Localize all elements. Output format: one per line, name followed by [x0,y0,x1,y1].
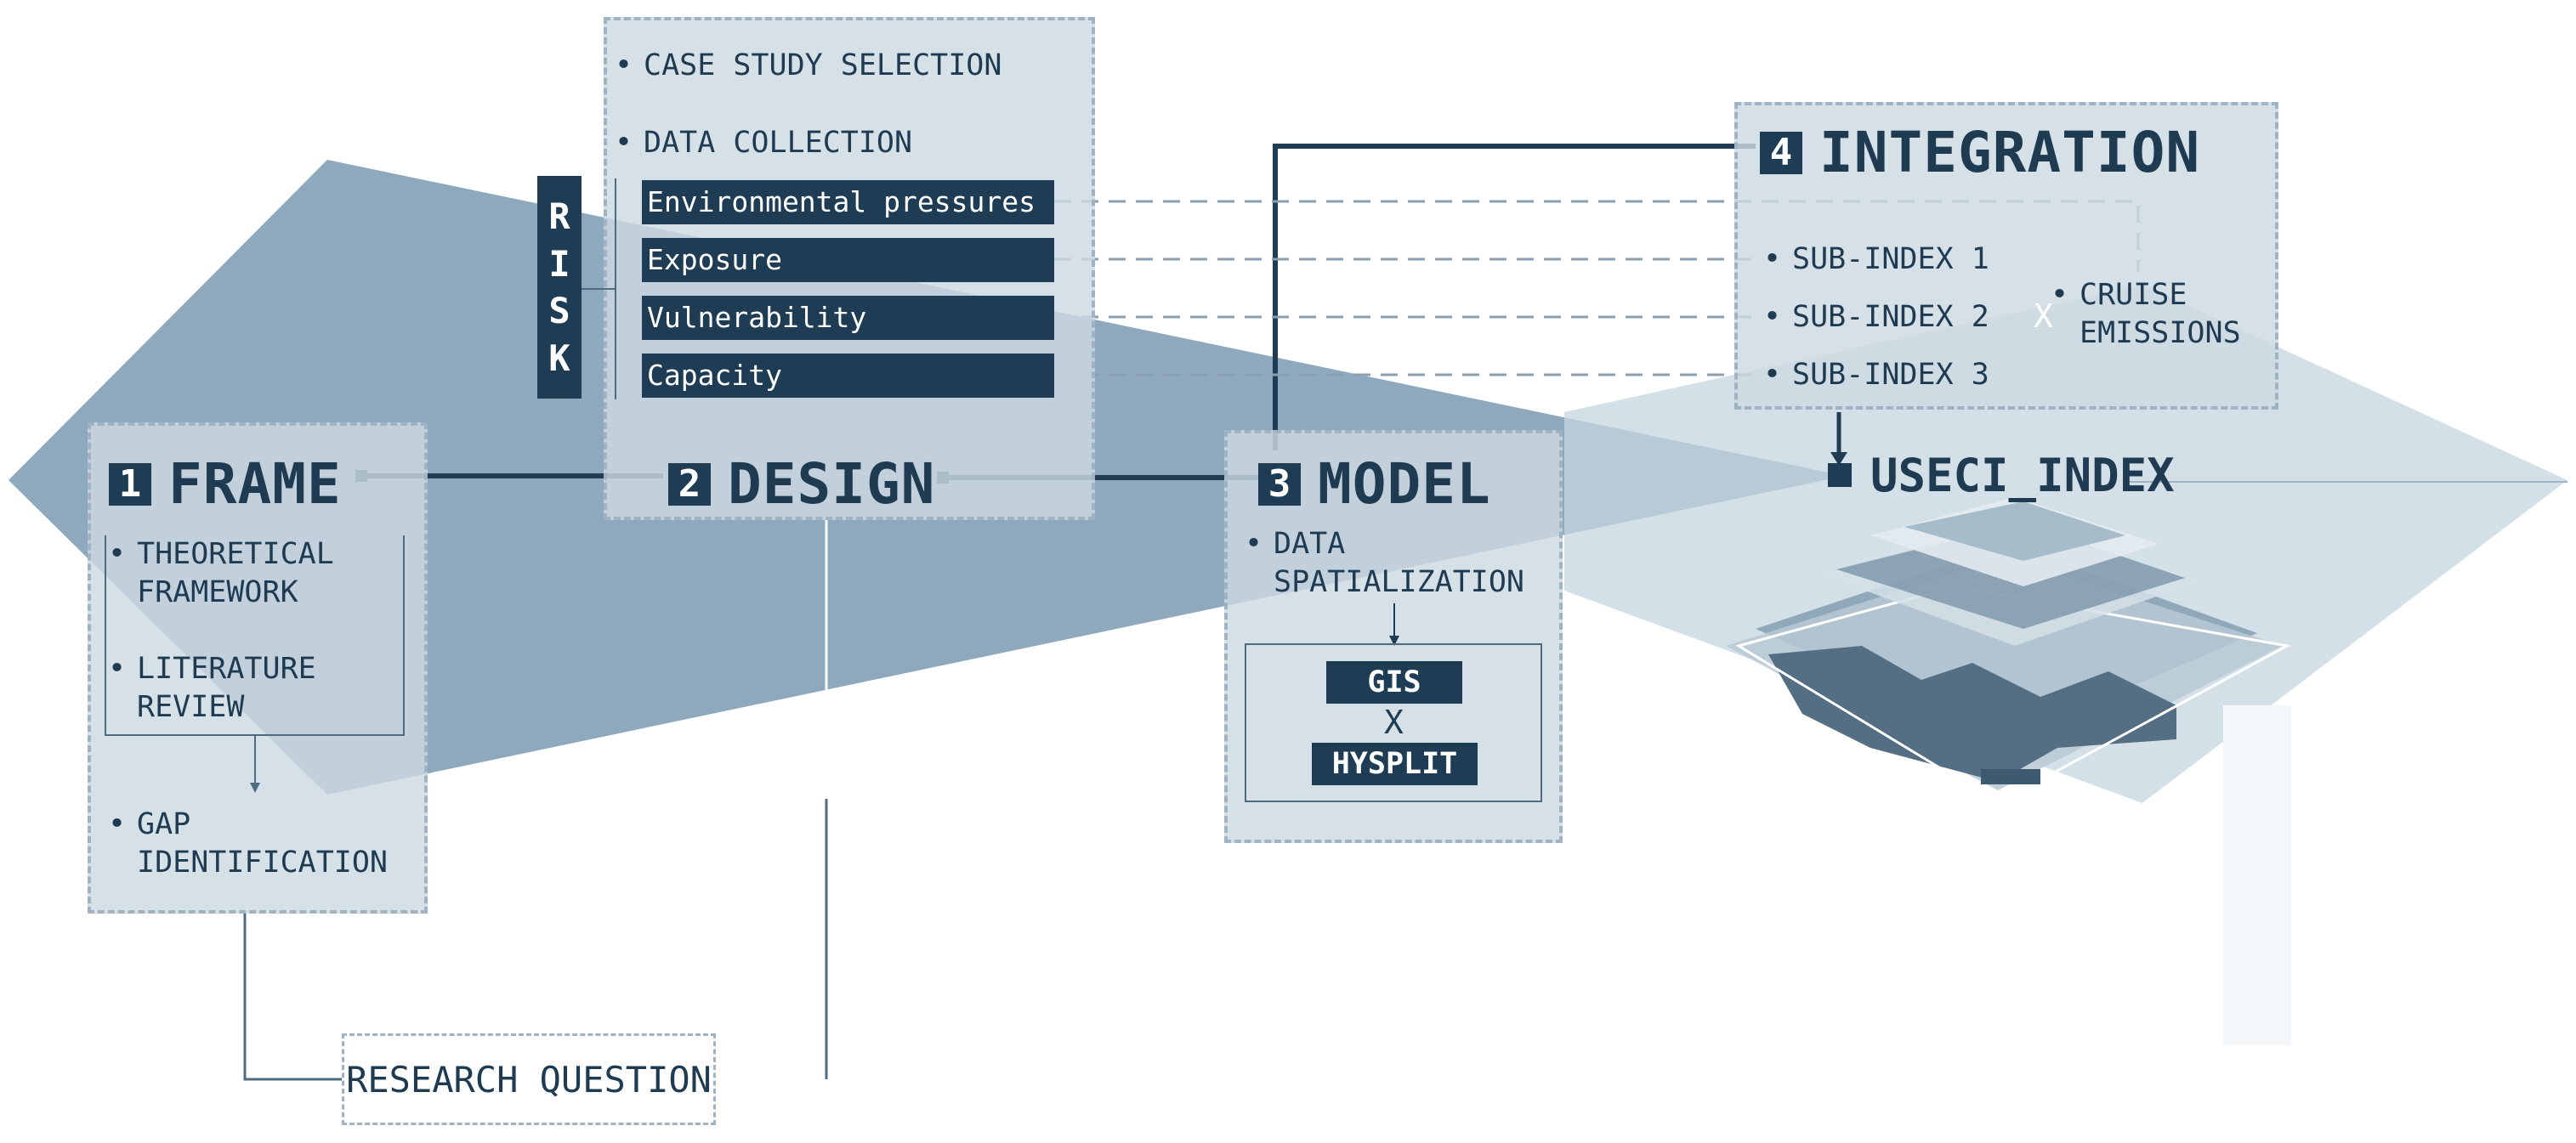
step-3-badge: 3 [1258,462,1301,506]
tool-gis: GIS [1326,661,1462,704]
risk-component-environmental: Environmental pressures [642,180,1054,224]
output-marker [1828,463,1852,487]
sub-index-2: SUB-INDEX 2 [1763,298,1989,337]
risk-component-capacity: Capacity [642,354,1054,398]
risk-component-vulnerability: Vulnerability [642,296,1054,340]
map-layer-stack [1726,497,2291,805]
model-title: MODEL [1318,451,1491,517]
model-heading: 3 MODEL [1258,451,1491,517]
frame-inner-bracket [105,535,405,793]
frame-rq-link [243,914,342,1081]
ghost-column [2223,705,2291,1045]
design-item-data-collection: DATA COLLECTION [615,124,912,162]
risk-label: R I S K [537,176,582,399]
sub-index-1: SUB-INDEX 1 [1763,240,1989,279]
tool-hysplit: HYSPLIT [1312,743,1478,785]
step-1-badge: 1 [109,462,151,506]
design-item-case-study: CASE STUDY SELECTION [615,47,1001,85]
risk-component-exposure: Exposure [642,238,1054,282]
risk-bracket [582,178,616,399]
sub-index-3: SUB-INDEX 3 [1763,356,1989,394]
design-title: DESIGN [728,451,936,517]
output-label: USECI_INDEX [1870,449,2175,502]
tools-operator: X [1384,704,1404,741]
integration-title: INTEGRATION [1819,120,2201,185]
model-integration-connector [1273,144,1756,450]
step-4-badge: 4 [1760,131,1802,174]
model-arrow [1389,603,1399,646]
frame-title: FRAME [168,451,342,517]
research-question: RESEARCH QUESTION [342,1033,716,1125]
step-2-badge: 2 [668,462,711,506]
design-heading: 2 DESIGN [668,451,935,517]
frame-heading: 1 FRAME [109,451,342,517]
tools-frame [1245,643,1542,802]
integration-operator: X [2034,297,2053,335]
integration-heading: 4 INTEGRATION [1760,120,2200,185]
